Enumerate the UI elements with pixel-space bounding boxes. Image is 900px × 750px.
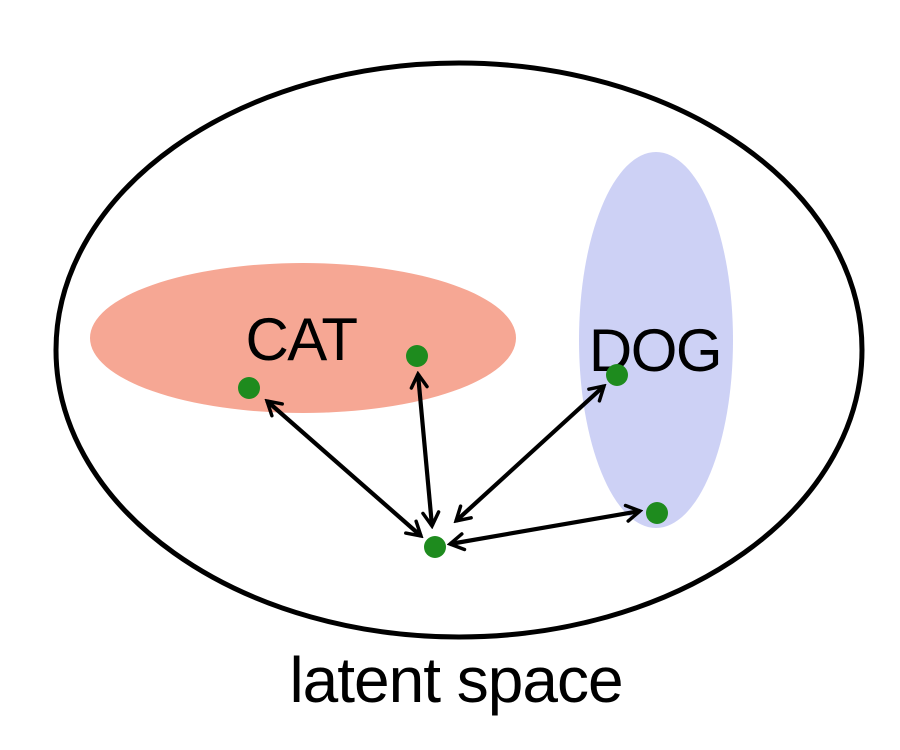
- dog-cluster-ellipse: [579, 152, 733, 528]
- boundary-layer: [53, 60, 865, 640]
- dog-point-lower: [646, 502, 668, 524]
- arrow-layer: [267, 374, 640, 544]
- caption-label: latent space: [289, 644, 622, 716]
- point-layer: [238, 345, 668, 558]
- cat-cluster-label: CAT: [245, 306, 357, 373]
- center-to-dog-lower-arrow: [450, 511, 640, 544]
- cat-cluster-ellipse: [90, 263, 516, 413]
- center-to-dog-upper-arrow: [456, 386, 604, 521]
- center-to-cat-left-arrow: [267, 401, 421, 536]
- caption-layer: latent space: [289, 644, 623, 716]
- dog-point-upper: [606, 364, 628, 386]
- cat-point-left: [238, 377, 260, 399]
- center-to-cat-right-arrow: [418, 374, 432, 526]
- center-point: [424, 536, 446, 558]
- latent-space-boundary-ellipse: [53, 60, 865, 640]
- cat-point-right: [406, 345, 428, 367]
